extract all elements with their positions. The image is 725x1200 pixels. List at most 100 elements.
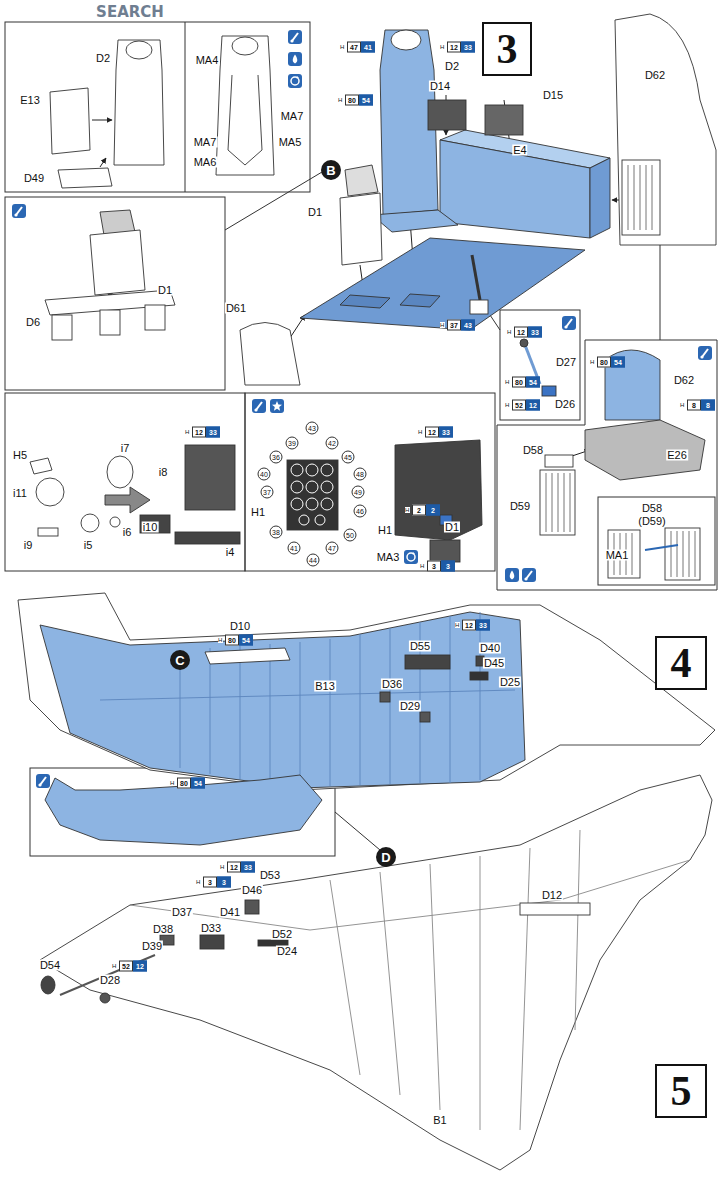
inset-frame xyxy=(497,340,717,590)
fuselage-half xyxy=(40,775,712,1170)
paint-brand: H xyxy=(405,507,410,513)
callout-letter: D xyxy=(376,847,396,867)
fuselage-half xyxy=(470,672,488,680)
seat-drawing xyxy=(50,36,274,188)
paint-code: 2 xyxy=(426,505,440,516)
paint-number: 8 xyxy=(687,400,701,411)
radiator-drawing xyxy=(671,531,695,577)
fuselage-half xyxy=(380,692,390,702)
paint-number: 52 xyxy=(119,961,133,972)
paint-number: 37 xyxy=(447,320,461,331)
paint-icon xyxy=(288,74,302,88)
step-number: 4 xyxy=(655,636,707,690)
paint-number: 52 xyxy=(512,400,526,411)
control-stick xyxy=(520,339,556,396)
part-number: D1 xyxy=(157,285,173,296)
fuselage-half xyxy=(18,593,715,790)
radiator-drawing xyxy=(545,455,573,467)
gunsight-drawing xyxy=(81,514,99,532)
gunsight-drawing xyxy=(140,515,170,533)
paint-number: 3 xyxy=(203,877,217,888)
part-number: i5 xyxy=(83,540,94,551)
paint-code: 33 xyxy=(241,862,255,873)
paint-brand: H xyxy=(440,322,445,328)
paint-icon xyxy=(505,568,519,582)
paint-brand: H xyxy=(112,963,117,969)
part-number: i8 xyxy=(158,467,169,478)
cockpit-floor xyxy=(440,140,590,238)
part-number: D1 xyxy=(307,207,323,218)
seat-frame xyxy=(100,310,120,335)
gunsight-drawing xyxy=(110,517,120,527)
part-number: D46 xyxy=(241,885,263,896)
paint-brand: H xyxy=(680,402,685,408)
paint-icon xyxy=(270,399,284,413)
part-number: MA3 xyxy=(376,552,401,563)
paint-brand: H xyxy=(440,44,445,50)
part-number: i7 xyxy=(120,443,131,454)
part-number: D15 xyxy=(542,90,564,101)
part-number: D52 xyxy=(271,929,293,940)
fuselage-half xyxy=(100,993,110,1003)
part-number: i11 xyxy=(12,488,28,499)
gauge-number: 38 xyxy=(270,526,283,539)
paint-code: 33 xyxy=(206,427,220,438)
step-number: 4 xyxy=(671,642,692,684)
instrument-panel xyxy=(321,481,333,493)
part-number: D27 xyxy=(555,357,577,368)
paint-code: 8 xyxy=(701,400,715,411)
paint-brand: H xyxy=(505,379,510,385)
part-number: D55 xyxy=(409,641,431,652)
paint-number: 80 xyxy=(345,95,359,106)
seat-drawing xyxy=(50,88,90,154)
seat-drawing xyxy=(114,40,164,165)
part-number: D26 xyxy=(554,399,576,410)
instrument-panel xyxy=(291,481,303,493)
fuselage-half xyxy=(330,830,580,1130)
gauge-number: 37 xyxy=(261,486,274,499)
cockpit-floor xyxy=(590,158,610,238)
instrument-panel xyxy=(321,498,333,510)
fuselage-half xyxy=(405,655,450,669)
paint-brand: H xyxy=(218,637,223,643)
step-number: 5 xyxy=(671,1070,692,1112)
part-number: i4 xyxy=(225,547,236,558)
part-number: D24 xyxy=(276,946,298,957)
paint-number: 47 xyxy=(347,42,361,53)
part-number: D25 xyxy=(499,677,521,688)
paint-brand: H xyxy=(505,402,510,408)
part-number: B13 xyxy=(314,681,336,692)
inset-frame xyxy=(335,812,380,850)
part-number: D10 xyxy=(229,621,251,632)
instrument-panel xyxy=(430,540,460,562)
inset-frame xyxy=(500,310,580,420)
paint-icon xyxy=(252,399,266,413)
part-number: MA7 xyxy=(280,111,305,122)
paint-icon xyxy=(404,550,418,564)
gunsight-drawing xyxy=(30,458,52,474)
gauge-number: 43 xyxy=(306,422,319,435)
paint-icon xyxy=(698,346,712,360)
instrument-panel xyxy=(306,464,318,476)
part-number: i10 xyxy=(142,522,159,533)
fuselage-half xyxy=(60,955,155,995)
gauge-number: 50 xyxy=(344,529,357,542)
callout-letter: C xyxy=(170,650,190,670)
part-number: MA5 xyxy=(278,137,303,148)
cockpit-floor xyxy=(340,294,440,308)
paint-brand: H xyxy=(340,44,345,50)
part-number: D37 xyxy=(171,907,193,918)
paint-code: 33 xyxy=(461,42,475,53)
paint-number: 12 xyxy=(192,427,206,438)
gauge-number: 47 xyxy=(326,542,339,555)
radiator-drawing xyxy=(540,350,705,580)
part-number: i9 xyxy=(23,540,34,551)
part-number: (D59) xyxy=(637,516,667,527)
part-number: D6 xyxy=(25,317,41,328)
gauge-number: 39 xyxy=(286,437,299,450)
gunsight-drawing xyxy=(185,445,235,510)
fuselage-half xyxy=(130,860,690,930)
paint-icon xyxy=(36,774,50,788)
paint-number: 2 xyxy=(412,505,426,516)
